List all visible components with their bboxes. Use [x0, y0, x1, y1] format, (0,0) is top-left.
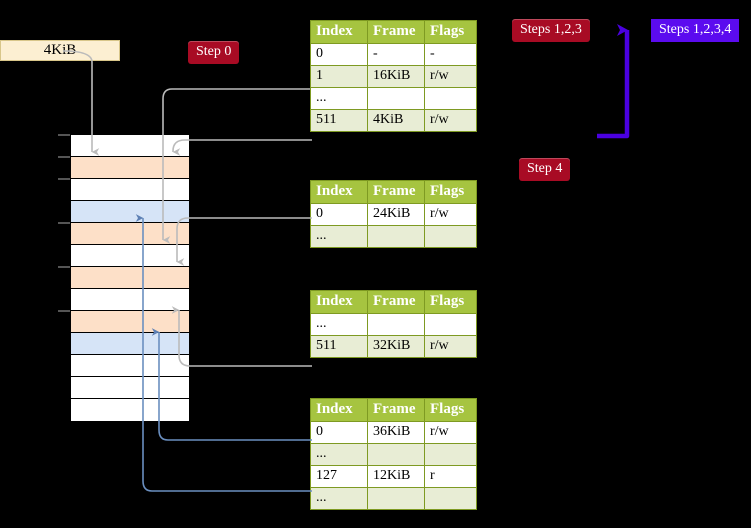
cell-index: ...: [310, 443, 368, 466]
cell-frame: 12KiB: [367, 465, 425, 488]
wire-violet-bracket: [597, 24, 630, 139]
cell-frame: 4KiB: [367, 109, 425, 132]
cell-index: ...: [310, 487, 368, 510]
memory-frame-white: [71, 355, 189, 377]
table-row: ...: [310, 225, 477, 248]
cell-frame: 32KiB: [367, 335, 425, 358]
cell-frame: [367, 443, 425, 466]
wire-l2-row511: [171, 306, 312, 367]
cell-index: ...: [310, 313, 368, 336]
memory-frame-orange: [71, 157, 189, 179]
memory-tick: [58, 266, 70, 268]
cell-flags: [424, 225, 477, 248]
cell-index: 0: [310, 421, 368, 444]
cell-flags: r/w: [424, 203, 477, 226]
memory-tick: [58, 156, 70, 158]
cell-index: ...: [310, 225, 368, 248]
cell-frame: -: [367, 43, 425, 66]
size-label-4kib: 4KiB: [0, 40, 120, 61]
cell-flags: [424, 443, 477, 466]
wire-l3-row0: [176, 217, 312, 266]
column-header-index: Index: [310, 290, 368, 314]
cell-frame: [367, 313, 425, 336]
wire-l4-row511: [172, 139, 312, 156]
cell-frame: 24KiB: [367, 203, 425, 226]
memory-tick: [58, 310, 70, 312]
memory-tick: [58, 222, 70, 224]
memory-column: [70, 134, 190, 421]
table-row: ...: [310, 313, 477, 336]
cell-index: 511: [310, 335, 368, 358]
cell-index: 127: [310, 465, 368, 488]
cell-index: 1: [310, 65, 368, 88]
cell-flags: r/w: [424, 65, 477, 88]
memory-frame-white: [71, 245, 189, 267]
memory-frame-white: [71, 179, 189, 201]
column-header-frame: Frame: [367, 398, 425, 422]
column-header-flags: Flags: [424, 20, 477, 44]
column-header-flags: Flags: [424, 398, 477, 422]
memory-tick: [58, 178, 70, 180]
column-header-index: Index: [310, 20, 368, 44]
badge-step-0: Step 0: [188, 41, 240, 64]
cell-frame: [367, 487, 425, 510]
cell-flags: r/w: [424, 335, 477, 358]
cell-flags: r: [424, 465, 477, 488]
column-header-flags: Flags: [424, 180, 477, 204]
column-header-frame: Frame: [367, 20, 425, 44]
cell-flags: -: [424, 43, 477, 66]
memory-frame-white: [71, 135, 189, 157]
column-header-index: Index: [310, 398, 368, 422]
cell-frame: [367, 87, 425, 110]
table-row: ...: [310, 87, 477, 110]
table-row: ...: [310, 487, 477, 510]
memory-frame-white: [71, 377, 189, 399]
badge-steps-1234: Steps 1,2,3,4: [651, 19, 740, 42]
table-row: ...: [310, 443, 477, 466]
column-header-frame: Frame: [367, 290, 425, 314]
cell-flags: r/w: [424, 109, 477, 132]
cell-index: 0: [310, 203, 368, 226]
memory-frame-orange: [71, 223, 189, 245]
cell-frame: 36KiB: [367, 421, 425, 444]
column-header-index: Index: [310, 180, 368, 204]
memory-frame-white: [71, 289, 189, 311]
memory-frame-blue: [71, 201, 189, 223]
memory-frame-white: [71, 399, 189, 421]
column-header-flags: Flags: [424, 290, 477, 314]
cell-index: 0: [310, 43, 368, 66]
memory-frame-blue: [71, 333, 189, 355]
cell-index: ...: [310, 87, 368, 110]
cell-flags: [424, 313, 477, 336]
cell-frame: [367, 225, 425, 248]
cell-flags: [424, 487, 477, 510]
badge-step-4: Step 4: [519, 158, 571, 181]
table-row: 0--: [310, 43, 477, 66]
memory-tick: [58, 134, 70, 136]
cell-index: 511: [310, 109, 368, 132]
memory-frame-orange: [71, 311, 189, 333]
cell-flags: [424, 87, 477, 110]
cell-frame: 16KiB: [367, 65, 425, 88]
memory-frame-orange: [71, 267, 189, 289]
cell-flags: r/w: [424, 421, 477, 444]
column-header-frame: Frame: [367, 180, 425, 204]
badge-steps-123: Steps 1,2,3: [512, 19, 590, 42]
